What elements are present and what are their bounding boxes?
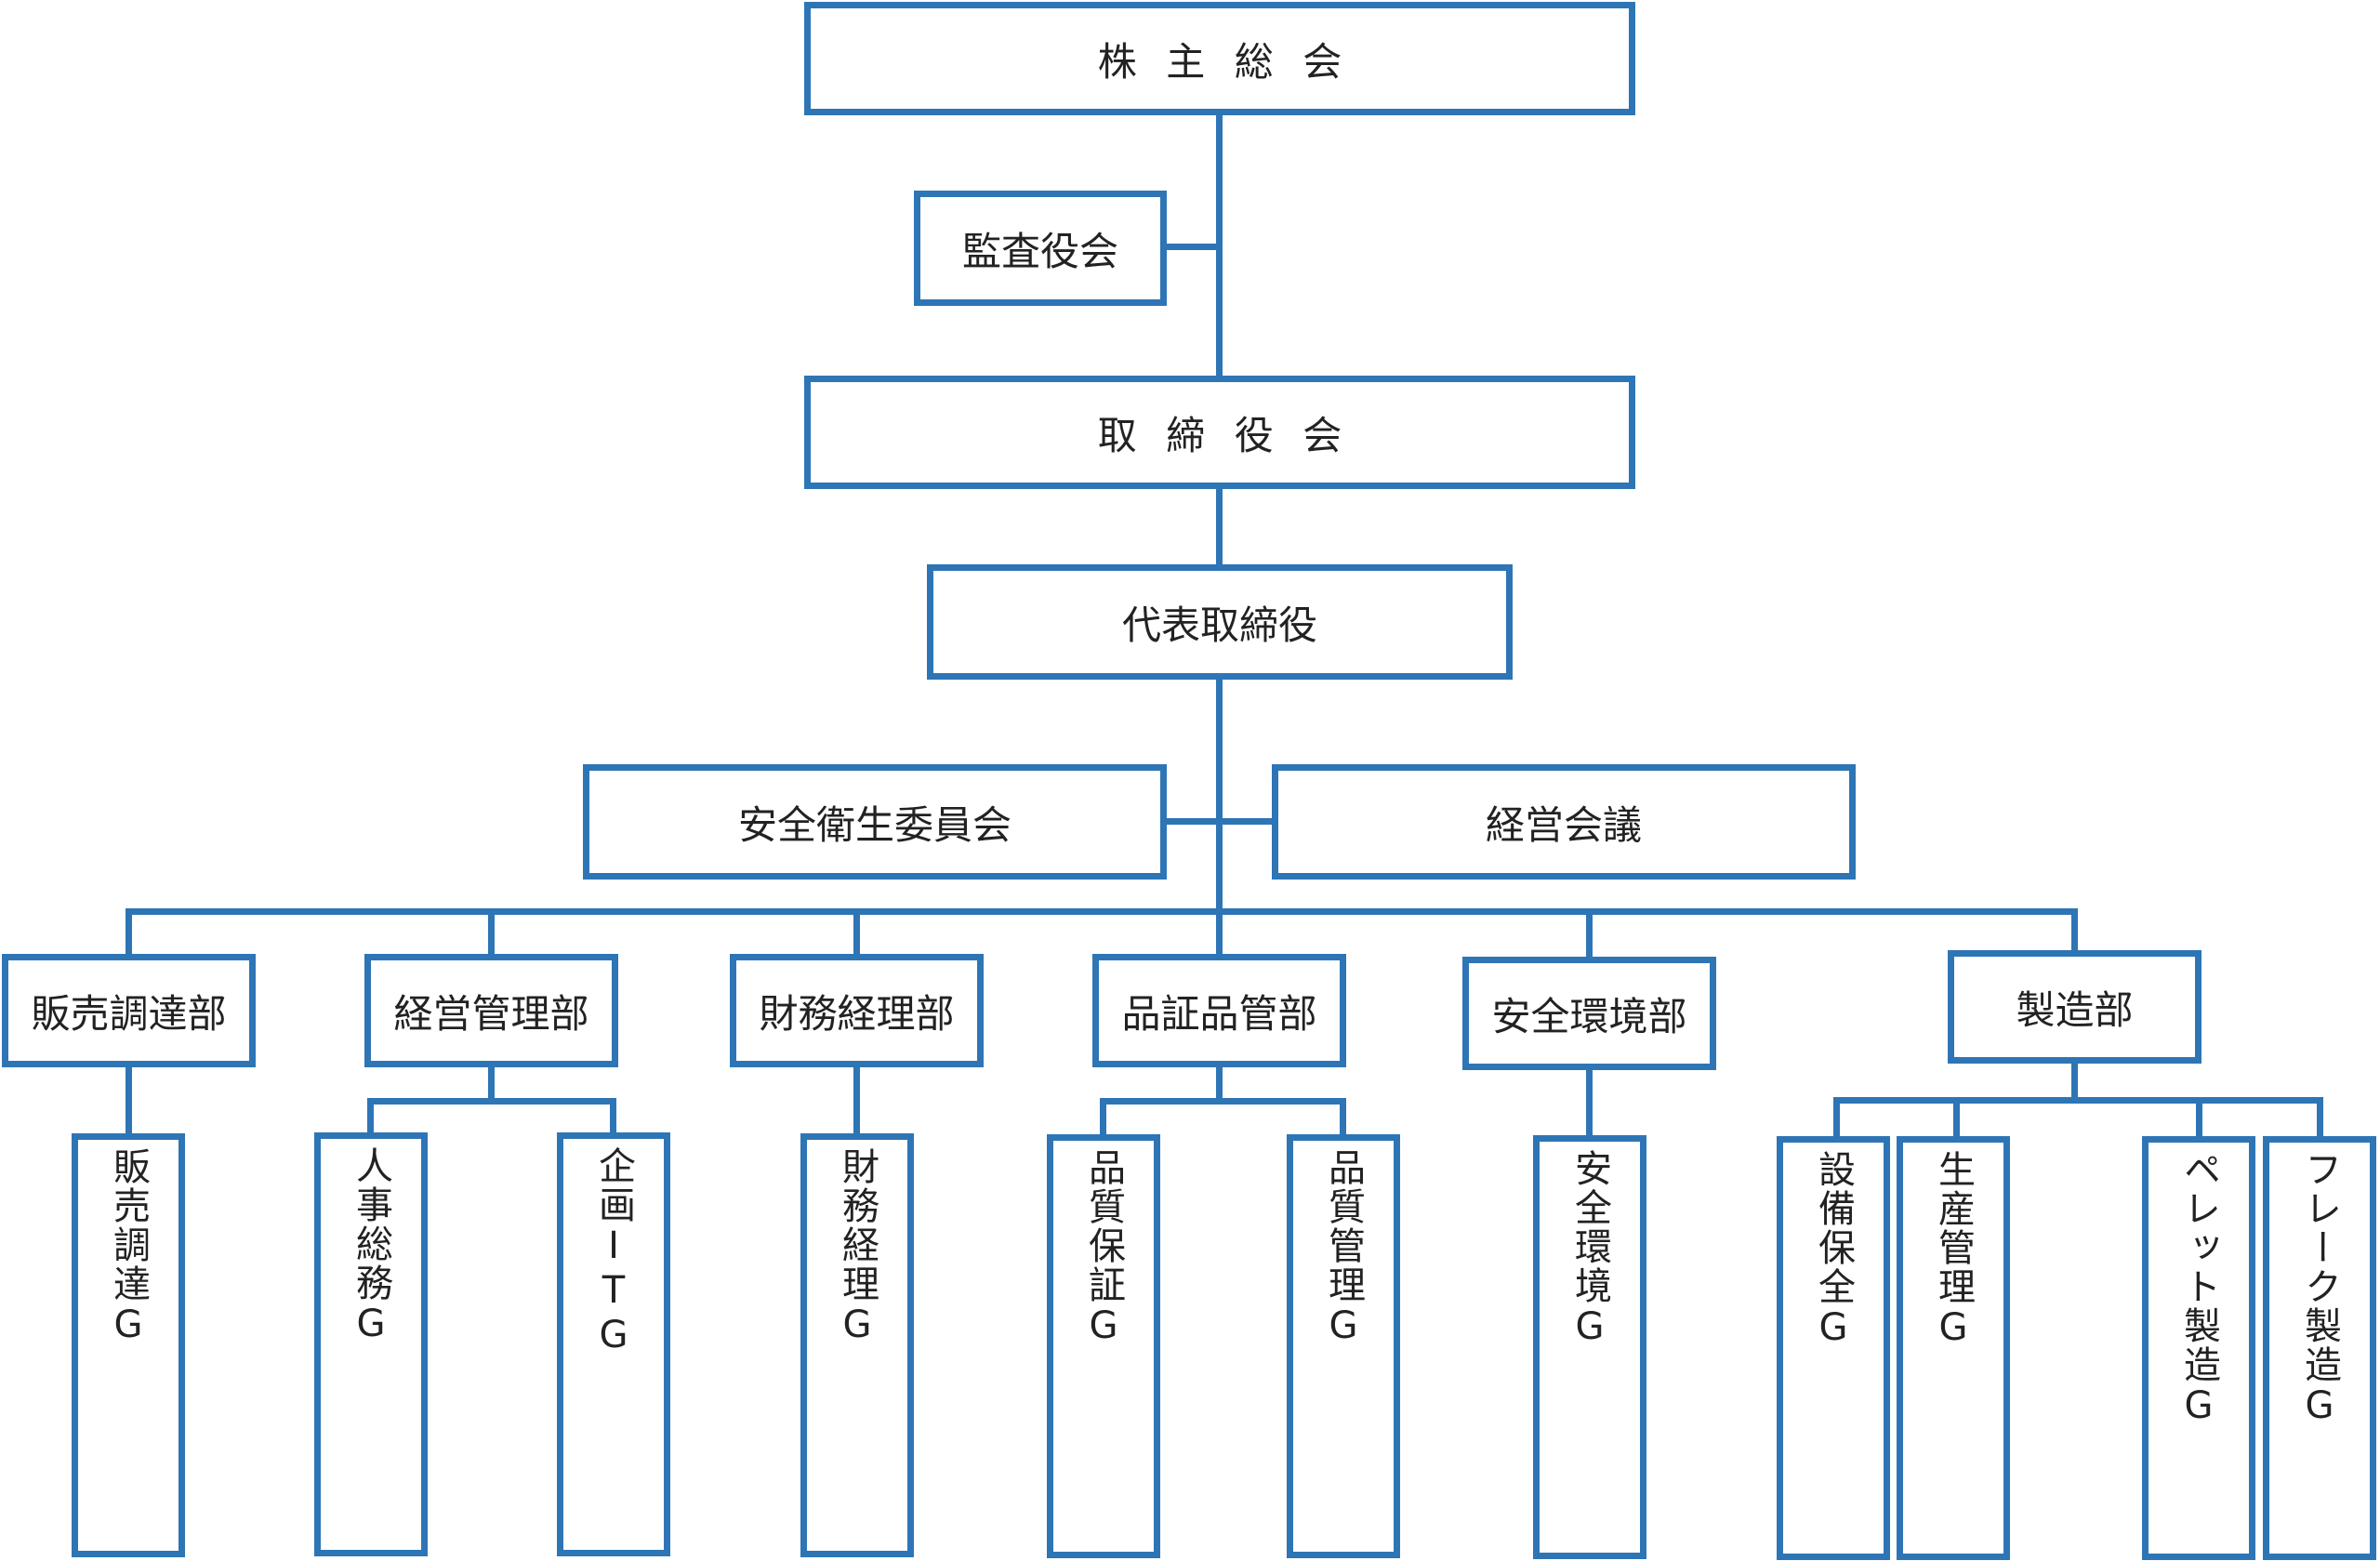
management-meeting-label: 経営会議 bbox=[1485, 801, 1642, 848]
connector-group-safety bbox=[1586, 1067, 1593, 1138]
dept-manufacturing: 製造部 bbox=[1948, 950, 2202, 1064]
group-label: 品質管理G bbox=[1322, 1148, 1365, 1349]
group-label: フレーク製造G bbox=[2298, 1150, 2341, 1429]
connector-group-planning bbox=[610, 1098, 616, 1135]
connector-sub-manufacturing-stem bbox=[2071, 1060, 2078, 1102]
connector-group-qa bbox=[1100, 1098, 1106, 1137]
connector-dept-quality bbox=[1216, 908, 1223, 957]
group-label: 生産管理G bbox=[1932, 1150, 1975, 1351]
group-label: ペレット製造G bbox=[2177, 1150, 2220, 1429]
shareholders-box: 株主総会 bbox=[804, 2, 1635, 115]
connector-sub-quality-bus bbox=[1100, 1098, 1346, 1105]
connector-auditors bbox=[1164, 244, 1220, 250]
group-production-control: 生産管理G bbox=[1897, 1136, 2010, 1560]
connector-departments-bus bbox=[126, 908, 2077, 915]
connector-group-finance bbox=[853, 1065, 860, 1136]
connector-group-pellet bbox=[2196, 1097, 2202, 1139]
president-label: 代表取締役 bbox=[1121, 602, 1317, 648]
connector-dept-sales bbox=[126, 908, 132, 957]
dept-safety-environment: 安全環境部 bbox=[1462, 957, 1716, 1070]
group-label: 安全環境G bbox=[1568, 1149, 1611, 1350]
group-label: 販売調達G bbox=[107, 1147, 150, 1348]
safety-committee-label: 安全衛生委員会 bbox=[737, 801, 1012, 848]
group-label: 企画ITG bbox=[592, 1146, 635, 1358]
dept-label: 経営管理部 bbox=[393, 990, 589, 1037]
group-label: 設備保全G bbox=[1812, 1150, 1855, 1351]
group-pellet-manufacturing: ペレット製造G bbox=[2142, 1136, 2255, 1560]
connector-group-flake bbox=[2317, 1097, 2323, 1139]
group-label: 品質保証G bbox=[1082, 1148, 1125, 1349]
safety-committee-box: 安全衛生委員会 bbox=[583, 764, 1167, 880]
connector-sub-manufacturing-bus bbox=[1833, 1097, 2323, 1104]
group-safety-environment: 安全環境G bbox=[1533, 1135, 1646, 1559]
auditors-label: 監査役会 bbox=[961, 228, 1118, 274]
group-planning-it: 企画ITG bbox=[557, 1132, 670, 1556]
group-label: 財務経理G bbox=[836, 1147, 879, 1348]
dept-label: 安全環境部 bbox=[1491, 993, 1687, 1039]
connector-sub-management-stem bbox=[488, 1065, 495, 1102]
shareholders-label: 株主総会 bbox=[1097, 38, 1371, 85]
group-sales-procurement: 販売調達G bbox=[72, 1133, 185, 1557]
connector-main-trunk bbox=[1216, 112, 1223, 911]
connector-dept-management bbox=[488, 908, 495, 957]
connector-group-production bbox=[1953, 1097, 1960, 1139]
connector-group-qc bbox=[1340, 1098, 1346, 1137]
dept-management: 経営管理部 bbox=[364, 954, 618, 1067]
group-flake-manufacturing: フレーク製造G bbox=[2263, 1136, 2376, 1560]
group-quality-assurance: 品質保証G bbox=[1047, 1134, 1160, 1558]
connector-group-sales bbox=[126, 1065, 132, 1136]
group-label: 人事総務G bbox=[350, 1146, 392, 1347]
group-finance-accounting: 財務経理G bbox=[800, 1133, 914, 1557]
group-equipment-maintenance: 設備保全G bbox=[1777, 1136, 1890, 1560]
connector-dept-finance bbox=[853, 908, 860, 957]
connector-committees bbox=[1164, 818, 1276, 825]
dept-sales-procurement: 販売調達部 bbox=[2, 954, 256, 1067]
board-label: 取締役会 bbox=[1097, 412, 1371, 458]
group-quality-control: 品質管理G bbox=[1287, 1134, 1400, 1558]
dept-label: 製造部 bbox=[2016, 986, 2134, 1033]
connector-group-hr bbox=[367, 1098, 374, 1135]
board-box: 取締役会 bbox=[804, 376, 1635, 489]
dept-label: 財務経理部 bbox=[759, 990, 955, 1037]
connector-sub-management-bus bbox=[367, 1098, 616, 1105]
management-meeting-box: 経営会議 bbox=[1272, 764, 1856, 880]
dept-label: 販売調達部 bbox=[31, 990, 227, 1037]
president-box: 代表取締役 bbox=[927, 564, 1513, 680]
dept-quality: 品証品管部 bbox=[1092, 954, 1346, 1067]
dept-finance: 財務経理部 bbox=[730, 954, 984, 1067]
connector-dept-safety bbox=[1586, 908, 1593, 959]
connector-dept-manufacturing bbox=[2071, 908, 2078, 955]
connector-group-maintenance bbox=[1833, 1097, 1840, 1139]
connector-sub-quality-stem bbox=[1216, 1065, 1223, 1102]
group-hr-general-affairs: 人事総務G bbox=[314, 1132, 428, 1556]
dept-label: 品証品管部 bbox=[1121, 990, 1317, 1037]
auditors-box: 監査役会 bbox=[914, 191, 1167, 306]
